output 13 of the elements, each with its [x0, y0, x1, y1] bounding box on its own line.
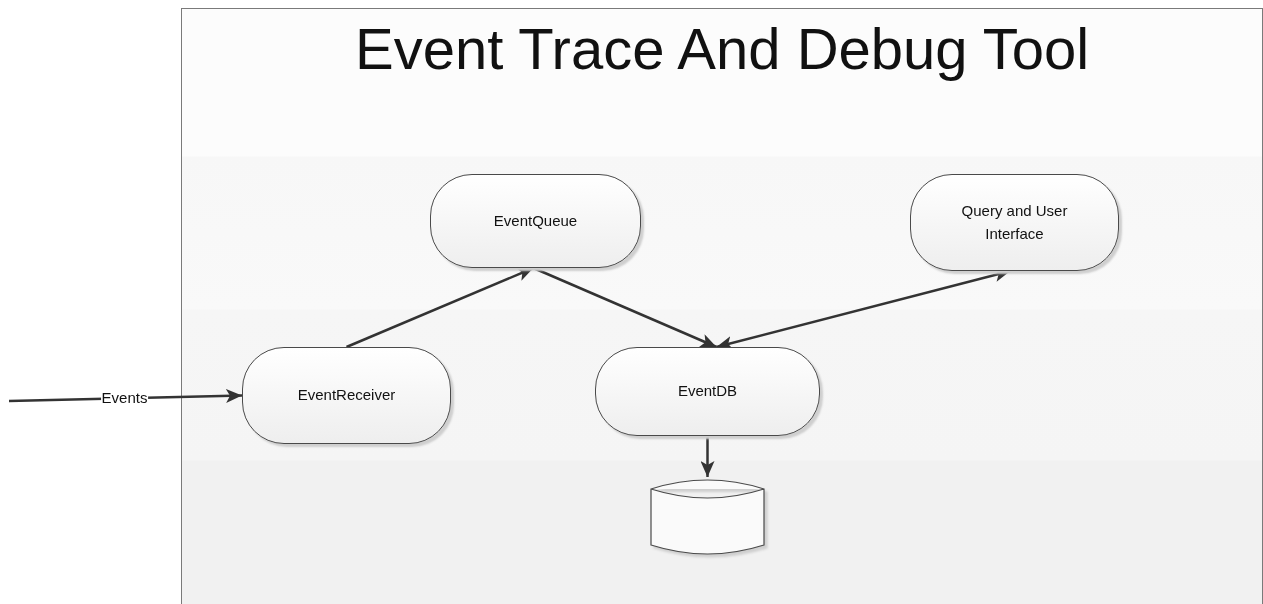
arrow — [700, 436, 715, 477]
node-label: Query and User Interface — [960, 201, 1069, 244]
frame-heading: Event Trace And Debug Tool — [353, 15, 1091, 82]
process-box — [910, 174, 1119, 271]
process-box — [430, 174, 641, 268]
process-box — [595, 347, 820, 436]
node-label: EventQueue — [493, 210, 578, 231]
node-label: EventDB — [677, 381, 738, 402]
arrow — [532, 266, 717, 349]
cylinder-shape — [651, 477, 764, 557]
arrow — [346, 266, 534, 349]
process-box — [242, 347, 451, 444]
node-label: EventReceiver — [297, 385, 396, 406]
